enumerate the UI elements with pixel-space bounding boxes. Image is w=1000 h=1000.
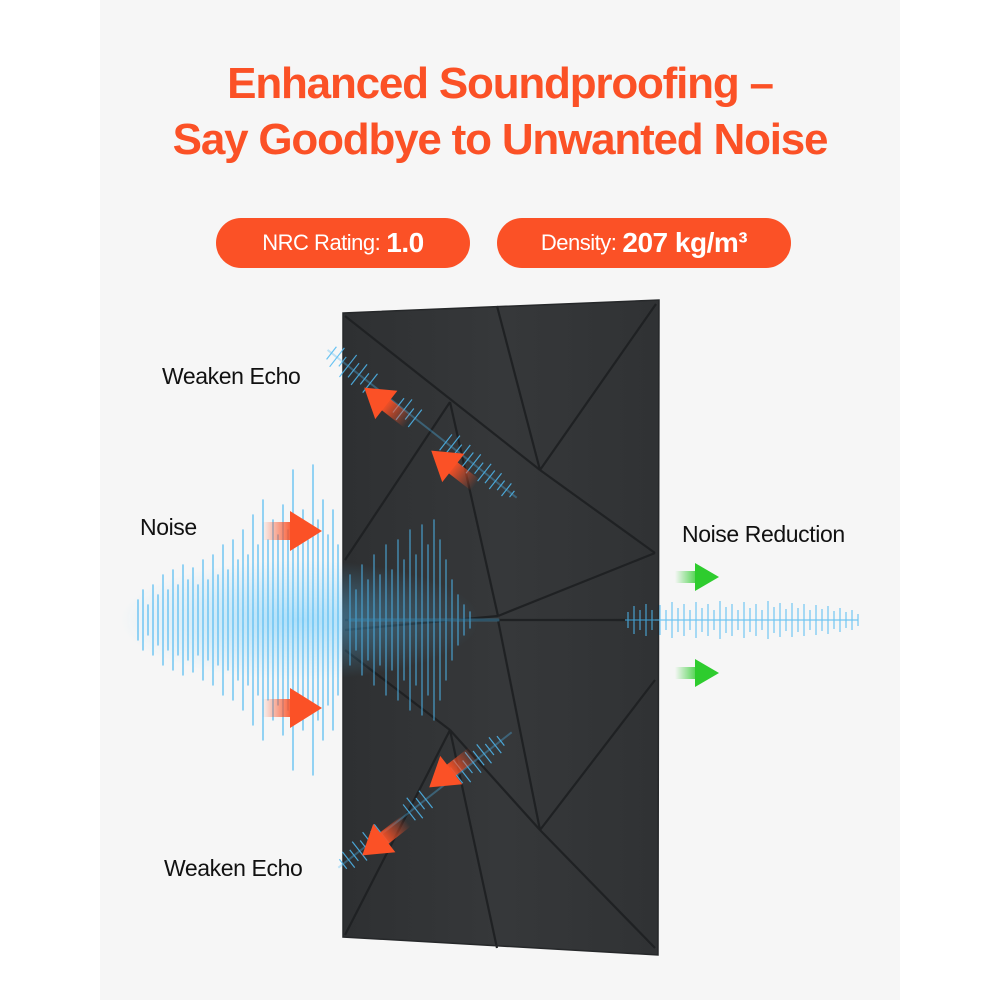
- weaken-echo-label-top: Weaken Echo: [162, 363, 301, 389]
- nrc-rating-label: NRC Rating:: [262, 230, 381, 255]
- green-arrow-right-icon: [675, 563, 719, 591]
- green-arrow-right-icon: [675, 659, 719, 687]
- noise-reduction-label: Noise Reduction: [682, 521, 845, 547]
- density-value: 207 kg/m³: [622, 227, 748, 258]
- noise-label: Noise: [140, 514, 197, 540]
- density-badge: Density: 207 kg/m³: [497, 218, 791, 268]
- arrow-diagonal-icon: [429, 747, 478, 788]
- page-title: Enhanced Soundproofing – Say Goodbye to …: [0, 56, 1000, 168]
- arrow-right-icon: [262, 511, 322, 551]
- arrow-diagonal-icon: [362, 815, 411, 856]
- arrow-diagonal-icon: [364, 387, 413, 428]
- nrc-rating-value: 1.0: [386, 227, 424, 258]
- noise-waveform: [120, 464, 500, 776]
- reduced-noise-waveform: [625, 601, 859, 639]
- arrow-right-icon: [262, 688, 322, 728]
- weaken-echo-label-bottom: Weaken Echo: [164, 855, 303, 881]
- title-line-2: Say Goodbye to Unwanted Noise: [172, 115, 829, 164]
- title-line-1: Enhanced Soundproofing –: [227, 59, 774, 108]
- arrow-diagonal-icon: [431, 450, 480, 491]
- density-label: Density:: [540, 230, 617, 255]
- echo-waveform-top: [326, 346, 518, 499]
- nrc-rating-badge: NRC Rating: 1.0: [216, 218, 470, 268]
